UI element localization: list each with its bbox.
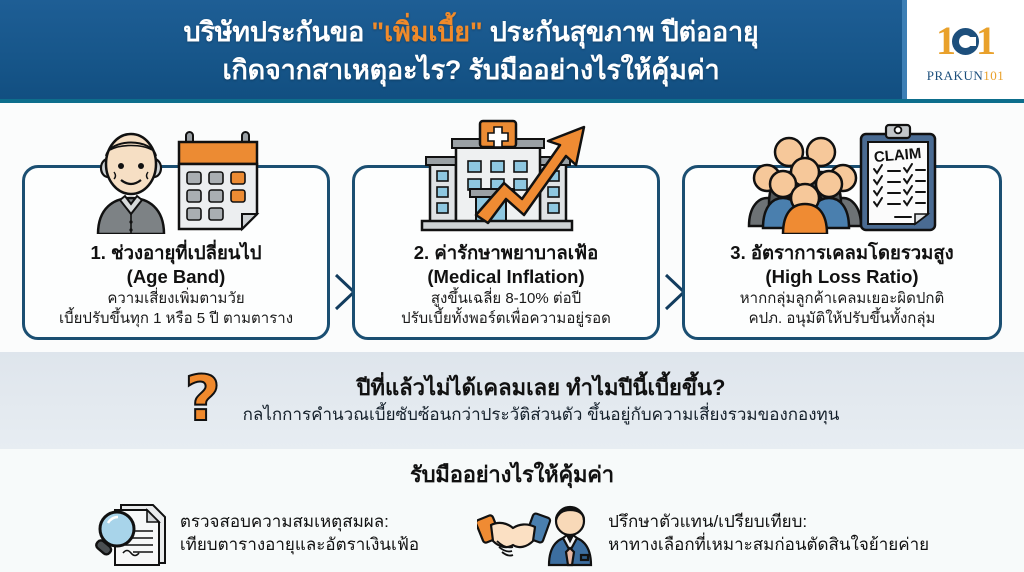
cause-card-age-band[interactable]: 1. ช่วงอายุที่เปลี่ยนไป (Age Band) ความเ…: [22, 131, 330, 340]
advice-tip-consult-text: ปรึกษาตัวแทน/เปรียบเทียบ: หาทางเลือกที่เ…: [608, 511, 929, 557]
cause-card-2-subtitle: (Medical Inflation): [427, 266, 585, 288]
question-band: ? ปีที่แล้วไม่ได้เคลมเลย ทำไมปีนี้เบี้ยข…: [0, 352, 1024, 449]
advice-tip-verify-text: ตรวจสอบความสมเหตุสมผล: เทียบตารางอายุและ…: [180, 511, 419, 557]
cause-card-3-line-1: หากกลุ่มลูกค้าเคลมเยอะผิดปกติ: [739, 290, 945, 308]
logo-wordmark: PRAKUN101: [927, 68, 1004, 84]
logo-wordmark-number: 101: [983, 68, 1005, 83]
cause-card-3-text: 3. อัตราการเคลมโดยรวมสูง (High Loss Rati…: [685, 241, 999, 329]
page-title-pre: บริษัทประกันขอ: [183, 17, 372, 48]
question-band-headline: ปีที่แล้วไม่ได้เคลมเลย ทำไมปีนี้เบี้ยขึ้…: [356, 374, 726, 400]
advice-tip-verify-line-2: เทียบตารางอายุและอัตราเงินเฟ้อ: [179, 535, 420, 554]
brand-logo: 1 1 PRAKUN101: [902, 0, 1024, 103]
causes-section: 1. ช่วงอายุที่เปลี่ยนไป (Age Band) ความเ…: [0, 103, 1024, 352]
cause-card-1-title: 1. ช่วงอายุที่เปลี่ยนไป: [90, 242, 262, 264]
cause-card-1-line-2: เบี้ยปรับขึ้นทุก 1 หรือ 5 ปี ตามตาราง: [58, 310, 294, 328]
group-claim-clipboard-icon: CLAIM: [685, 116, 999, 234]
cause-card-2-line-2: ปรับเบี้ยทั้งพอร์ตเพื่อความอยู่รอด: [401, 310, 611, 328]
elderly-person-calendar-icon: [25, 116, 327, 234]
page-title-highlight: "เพิ่มเบี้ย": [371, 17, 483, 48]
question-mark-icon: ?: [184, 361, 222, 435]
advice-tip-consult-line-1: ปรึกษาตัวแทน/เปรียบเทียบ:: [608, 512, 808, 532]
advice-section: รับมืออย่างไรให้คุ้มค่า: [0, 449, 1024, 572]
cause-card-1-line-1: ความเสี่ยงเพิ่มตามวัย: [107, 290, 245, 308]
page-title-line-2: เกิดจากสาเหตุอะไร? รับมืออย่างไรให้คุ้มค…: [222, 54, 720, 85]
advice-tips-list: ตรวจสอบความสมเหตุสมผล: เทียบตารางอายุและ…: [0, 501, 1024, 567]
logo-mark-icon: 1 1: [936, 18, 996, 63]
advice-tip-verify-line-1: ตรวจสอบความสมเหตุสมผล:: [179, 512, 389, 532]
advice-section-title: รับมืออย่างไรให้คุ้มค่า: [410, 462, 614, 487]
clipboard-claim-label: CLAIM: [873, 145, 922, 166]
page-title-post: ประกันสุขภาพ ปีต่ออายุ: [482, 17, 759, 48]
cause-card-1-text: 1. ช่วงอายุที่เปลี่ยนไป (Age Band) ความเ…: [25, 241, 327, 329]
cause-card-3-title: 3. อัตราการเคลมโดยรวมสูง: [730, 242, 954, 264]
cause-card-3-subtitle: (High Loss Ratio): [765, 266, 919, 288]
logo-digit-left: 1: [936, 18, 956, 63]
advice-tip-consult-line-2: หาทางเลือกที่เหมาะสมก่อนตัดสินใจย้ายค่าย: [608, 535, 930, 554]
advice-tip-verify[interactable]: ตรวจสอบความสมเหตุสมผล: เทียบตารางอายุและ…: [94, 501, 419, 567]
logo-digit-right: 1: [976, 18, 996, 63]
cause-card-2-title: 2. ค่ารักษาพยาบาลเฟ้อ: [413, 242, 599, 264]
question-band-subtext: กลไกการคำนวณเบี้ยซับซ้อนกว่าประวัติส่วนต…: [242, 405, 840, 425]
cause-card-2-text: 2. ค่ารักษาพยาบาลเฟ้อ (Medical Inflation…: [355, 241, 657, 329]
cause-card-loss-ratio[interactable]: CLAIM 3. อัตราการเคลมโดยรวมสูง (High Los…: [682, 123, 1002, 340]
handshake-agent-icon: [477, 501, 597, 567]
logo-ring-icon: [952, 27, 979, 55]
cause-card-1-subtitle: (Age Band): [126, 266, 226, 288]
page-title: บริษัทประกันขอ "เพิ่มเบี้ย" ประกันสุขภาพ…: [0, 14, 902, 89]
header-banner: บริษัทประกันขอ "เพิ่มเบี้ย" ประกันสุขภาพ…: [0, 0, 1024, 103]
logo-wordmark-text: PRAKUN: [926, 68, 984, 83]
cause-card-2-line-1: สูงขึ้นเฉลี่ย 8-10% ต่อปี: [430, 290, 582, 308]
cause-card-medical-inflation[interactable]: 2. ค่ารักษาพยาบาลเฟ้อ (Medical Inflation…: [352, 119, 660, 340]
advice-tip-consult[interactable]: ปรึกษาตัวแทน/เปรียบเทียบ: หาทางเลือกที่เ…: [477, 501, 929, 567]
page-title-line-1: บริษัทประกันขอ "เพิ่มเบี้ย" ประกันสุขภาพ…: [40, 14, 902, 51]
magnifier-document-icon: [94, 501, 169, 567]
cause-card-3-line-2: คปภ. อนุมัติให้ปรับขึ้นทั้งกลุ่ม: [748, 310, 936, 328]
hospital-rising-arrow-icon: [355, 116, 657, 234]
question-band-text: ปีที่แล้วไม่ได้เคลมเลย ทำไมปีนี้เบี้ยขึ้…: [243, 374, 840, 428]
